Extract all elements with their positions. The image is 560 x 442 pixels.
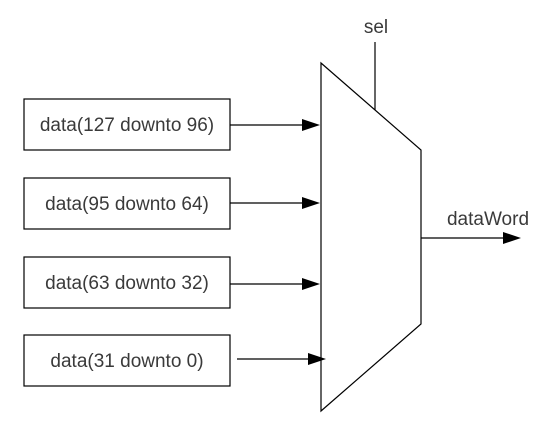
input-box-4	[23, 334, 231, 387]
input-arrowhead-2	[302, 197, 320, 209]
input-box-1	[23, 98, 231, 151]
input-label-4: data(31 downto 0)	[50, 351, 203, 372]
input-arrowhead-1	[302, 119, 320, 131]
select-label: sel	[364, 17, 388, 38]
input-label-1: data(127 downto 96)	[40, 115, 214, 136]
input-label-3: data(63 downto 32)	[45, 273, 209, 294]
output-label: dataWord	[447, 209, 529, 230]
input-box-2	[23, 177, 231, 230]
input-arrowhead-3	[302, 278, 320, 290]
input-label-2: data(95 downto 64)	[45, 194, 209, 215]
multiplexer-shape	[320, 61, 422, 413]
output-arrowhead	[503, 232, 521, 244]
input-arrowhead-4	[308, 353, 326, 365]
input-box-3	[23, 256, 231, 309]
